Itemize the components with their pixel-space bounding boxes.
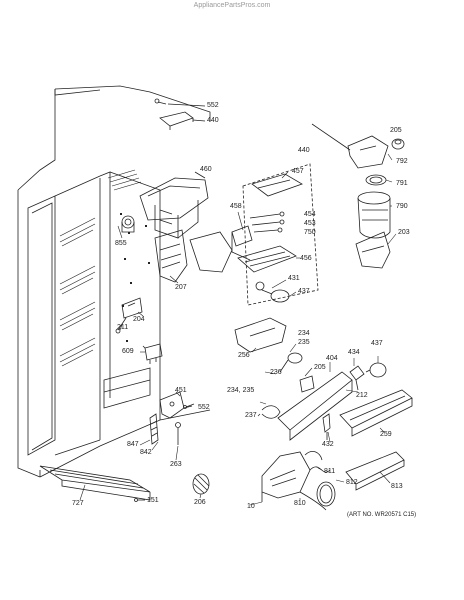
label-855: 855 xyxy=(115,240,127,247)
label-203: 203 xyxy=(398,229,410,236)
part-791-ring xyxy=(365,174,387,186)
label-552: 552 xyxy=(207,102,219,109)
label-750: 750 xyxy=(304,229,316,236)
part-211-rod xyxy=(115,317,127,334)
part-727-grille xyxy=(39,465,151,501)
part-206-cap xyxy=(192,473,210,495)
label-440: 440 xyxy=(207,117,219,124)
label-609: 609 xyxy=(122,348,134,355)
label-236: 236 xyxy=(270,369,282,376)
label-235b: 235 xyxy=(242,387,255,394)
label-727: 727 xyxy=(72,500,84,507)
art-number: (ART NO. WR20571 C15) xyxy=(347,512,417,518)
label-259: 259 xyxy=(380,431,392,438)
part-813-panel xyxy=(345,451,405,491)
label-237: 237 xyxy=(245,412,257,419)
label-234b: 234, xyxy=(227,387,241,394)
label-235: 235 xyxy=(298,339,310,346)
label-205-cap: 205 xyxy=(390,127,402,134)
label-813: 813 xyxy=(391,483,403,490)
part-203-cover xyxy=(355,231,391,269)
label-151: 151 xyxy=(147,497,159,504)
label-212: 212 xyxy=(356,392,368,399)
part-847-strip xyxy=(149,413,159,445)
label-460: 460 xyxy=(200,166,212,173)
part-204-damper xyxy=(121,297,143,319)
part-552-screw xyxy=(154,98,206,107)
part-792-auger-motor xyxy=(311,123,389,169)
label-440-module: 440 xyxy=(298,147,310,154)
part-256-cover xyxy=(234,317,287,353)
part-451-hinge xyxy=(159,391,193,419)
label-451: 451 xyxy=(175,387,187,394)
label-432: 432 xyxy=(322,441,334,448)
part-434-socket xyxy=(349,365,365,391)
label-458: 458 xyxy=(230,203,242,210)
part-432-connector xyxy=(322,413,331,440)
part-552-screw-lower xyxy=(183,403,195,409)
label-810: 810 xyxy=(294,500,306,507)
label-847: 847 xyxy=(127,441,139,448)
source-watermark: AppliancePartsPros.com xyxy=(193,2,271,9)
cabinet xyxy=(17,85,211,478)
label-811: 811 xyxy=(324,468,336,475)
part-205-holder xyxy=(299,375,315,393)
label-206: 206 xyxy=(194,499,206,506)
part-205-cap xyxy=(391,138,405,150)
part-263-screw xyxy=(175,422,181,445)
label-234: 234 xyxy=(298,330,310,337)
part-duct-insulation xyxy=(189,231,233,273)
part-404-light-housing xyxy=(277,371,353,441)
label-457: 457 xyxy=(292,168,304,175)
label-791: 791 xyxy=(396,180,408,187)
part-609-switch xyxy=(142,343,163,364)
label-434: 434 xyxy=(348,349,360,356)
label-207: 207 xyxy=(175,284,187,291)
label-211: 211 xyxy=(117,324,129,331)
label-842: 842 xyxy=(140,449,152,456)
part-460-air-duct xyxy=(139,171,209,239)
label-453: 453 xyxy=(304,220,316,227)
label-234-235: 234, 235 xyxy=(227,387,254,395)
part-437-bulb xyxy=(365,362,387,378)
label-431: 431 xyxy=(288,275,300,282)
part-440-bracket xyxy=(159,111,206,130)
part-237-spring xyxy=(261,405,281,419)
label-10: 10 xyxy=(247,503,255,510)
part-236-spring xyxy=(279,352,303,373)
label-456: 456 xyxy=(300,255,312,262)
label-404: 404 xyxy=(326,355,338,362)
label-437: 437 xyxy=(298,288,310,295)
label-812: 812 xyxy=(346,479,358,486)
leader-lines xyxy=(79,153,397,506)
label-204: 204 xyxy=(133,316,145,323)
part-259-lens-cover xyxy=(339,389,413,437)
label-454: 454 xyxy=(304,211,316,218)
label-552-lower: 552 xyxy=(198,404,210,411)
part-207-cover xyxy=(154,229,188,283)
part-790-filter-housing xyxy=(357,191,391,239)
label-790: 790 xyxy=(396,203,408,210)
label-792: 792 xyxy=(396,158,408,165)
label-205: 205 xyxy=(314,364,326,371)
label-256: 256 xyxy=(238,352,250,359)
part-855-knob xyxy=(121,215,135,233)
label-263: 263 xyxy=(170,461,182,468)
label-437-bulb: 437 xyxy=(371,340,383,347)
part-151-screw xyxy=(134,498,145,502)
